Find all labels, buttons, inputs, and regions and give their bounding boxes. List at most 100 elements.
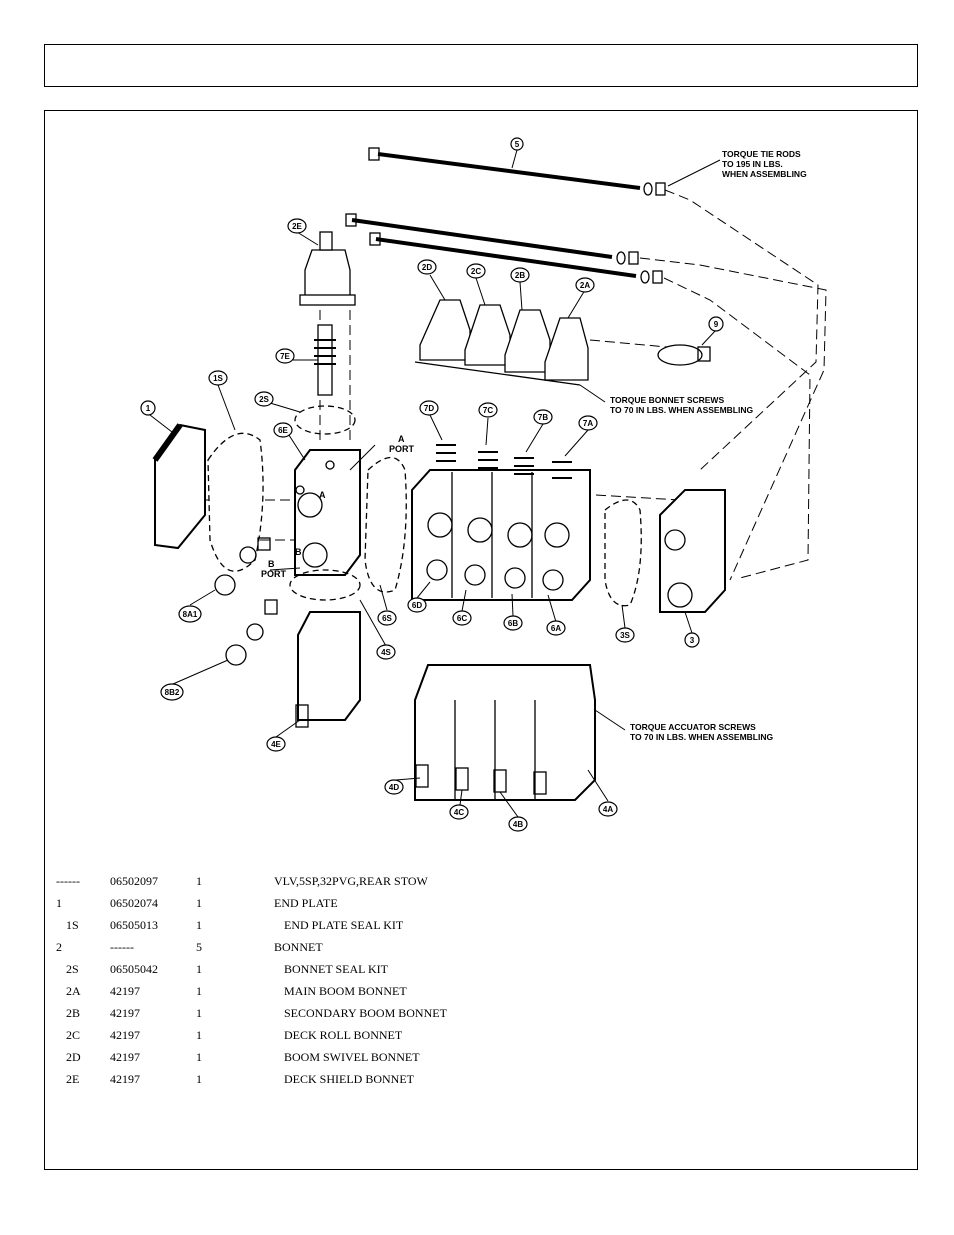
row-description: MAIN BOOM BONNET <box>284 983 407 998</box>
end-section-3 <box>659 489 726 613</box>
table-row: 2B 42197 1 SECONDARY BOOM BONNET <box>56 1002 574 1024</box>
table-row: 2E 42197 1 DECK SHIELD BONNET <box>56 1068 574 1090</box>
row-ref: 2S <box>66 961 79 976</box>
row-part-number: ------ <box>110 939 134 954</box>
row-description: BOOM SWIVEL BONNET <box>284 1049 420 1064</box>
actuators-4a-4d <box>414 664 596 801</box>
table-row: 2 ------ 5 BONNET <box>56 936 574 958</box>
callout-6e: 6E <box>278 426 288 435</box>
section-6e <box>294 449 361 576</box>
callout-2d: 2D <box>422 263 432 272</box>
row-description: BONNET SEAL KIT <box>284 961 388 976</box>
row-qty: 1 <box>196 1071 202 1086</box>
diagram-notes: A PORT B PORT A B TORQUE TIE RODS TO 195… <box>261 149 807 742</box>
callout-1: 1 <box>146 404 151 413</box>
seal-2s <box>294 405 356 435</box>
row-description: SECONDARY BOOM BONNET <box>284 1005 447 1020</box>
row-part-number: 42197 <box>110 1071 140 1086</box>
springs-7 <box>436 444 572 479</box>
callout-4b: 4B <box>513 820 523 829</box>
row-qty: 5 <box>196 939 202 954</box>
callout-6d: 6D <box>412 601 422 610</box>
row-part-number: 42197 <box>110 1005 140 1020</box>
callout-1s: 1S <box>213 374 223 383</box>
callout-4a: 4A <box>603 805 613 814</box>
b-port-label: PORT <box>261 569 287 579</box>
callout-8b2: 8B2 <box>165 688 180 697</box>
tie-rods-note-2: TO 195 IN LBS. <box>722 159 783 169</box>
callout-2a: 2A <box>580 281 590 290</box>
table-row: 1 06502074 1 END PLATE <box>56 892 574 914</box>
actuator-4e <box>295 611 361 728</box>
row-part-number: 06502074 <box>110 895 158 910</box>
row-description: END PLATE SEAL KIT <box>284 917 404 932</box>
row-ref: 2A <box>66 983 81 998</box>
table-row: ------ 06502097 1 VLV,5SP,32PVG,REAR STO… <box>56 870 574 892</box>
row-ref: ------ <box>56 873 80 888</box>
row-qty: 1 <box>196 873 202 888</box>
table-row: 2A 42197 1 MAIN BOOM BONNET <box>56 980 574 1002</box>
callout-9: 9 <box>714 320 719 329</box>
row-ref: 2C <box>66 1027 81 1042</box>
bonnet-2e <box>299 231 356 306</box>
row-description: BONNET <box>274 939 323 954</box>
callout-2s: 2S <box>259 395 269 404</box>
callout-4s: 4S <box>381 648 391 657</box>
parts-list-table: ------ 06502097 1 VLV,5SP,32PVG,REAR STO… <box>56 870 574 1090</box>
bonnet-note-2: TO 70 IN LBS. WHEN ASSEMBLING <box>610 405 753 415</box>
callout-5: 5 <box>515 140 520 149</box>
end-plate-1 <box>152 423 206 550</box>
row-qty: 1 <box>196 961 202 976</box>
row-ref: 2D <box>66 1049 81 1064</box>
seal-6s <box>364 456 407 593</box>
callout-8a1: 8A1 <box>183 610 198 619</box>
seal-1s <box>207 432 264 572</box>
callout-7e: 7E <box>280 352 290 361</box>
valve-sections <box>411 469 591 601</box>
b-port-letter: B <box>268 559 275 569</box>
callout-2e: 2E <box>292 222 302 231</box>
callout-7a: 7A <box>583 419 593 428</box>
tie-rods-note-1: TORQUE TIE RODS <box>722 149 801 159</box>
callout-3: 3 <box>690 636 695 645</box>
row-description: VLV,5SP,32PVG,REAR STOW <box>274 873 428 888</box>
tie-rods-note-3: WHEN ASSEMBLING <box>722 169 807 179</box>
table-row: 2S 06505042 1 BONNET SEAL KIT <box>56 958 574 980</box>
bonnet-note-1: TORQUE BONNET SCREWS <box>610 395 724 405</box>
row-ref: 2B <box>66 1005 81 1020</box>
table-row: 2C 42197 1 DECK ROLL BONNET <box>56 1024 574 1046</box>
bonnets-2a-2d <box>414 299 589 386</box>
main-content-box <box>44 110 918 1170</box>
row-qty: 1 <box>196 1005 202 1020</box>
exploded-valve-diagram: 1 1S 2E 7E 2S 6E 2D 2C 2B 2A 7D 7C 7B 7A… <box>140 137 827 832</box>
callout-labels: 1 1S 2E 7E 2S 6E 2D 2C 2B 2A 7D 7C 7B 7A… <box>146 140 719 829</box>
row-ref: 1 <box>56 895 62 910</box>
row-part-number: 42197 <box>110 1049 140 1064</box>
table-row: 1S 06505013 1 END PLATE SEAL KIT <box>56 914 574 936</box>
row-description: DECK ROLL BONNET <box>284 1027 403 1042</box>
callout-2b: 2B <box>515 271 525 280</box>
callout-4c: 4C <box>454 808 464 817</box>
row-qty: 1 <box>196 917 202 932</box>
callout-6b: 6B <box>508 619 518 628</box>
handle-9 <box>657 344 711 366</box>
seal-3s <box>604 499 642 607</box>
row-part-number: 06505042 <box>110 961 158 976</box>
seal-4s <box>289 569 361 601</box>
row-part-number: 42197 <box>110 983 140 998</box>
callout-4e: 4E <box>271 740 281 749</box>
callout-6c: 6C <box>457 614 467 623</box>
row-description: END PLATE <box>274 895 338 910</box>
callout-6s: 6S <box>382 614 392 623</box>
callout-4d: 4D <box>389 783 399 792</box>
row-ref: 2E <box>66 1071 80 1086</box>
section-letter-b: B <box>295 547 302 557</box>
row-qty: 1 <box>196 1049 202 1064</box>
header-box <box>44 44 918 87</box>
callout-2c: 2C <box>471 267 481 276</box>
row-ref: 1S <box>66 917 79 932</box>
leader-lines <box>149 149 721 818</box>
section-letter-a: A <box>319 490 326 500</box>
callout-6a: 6A <box>551 624 561 633</box>
callout-7d: 7D <box>424 404 434 413</box>
